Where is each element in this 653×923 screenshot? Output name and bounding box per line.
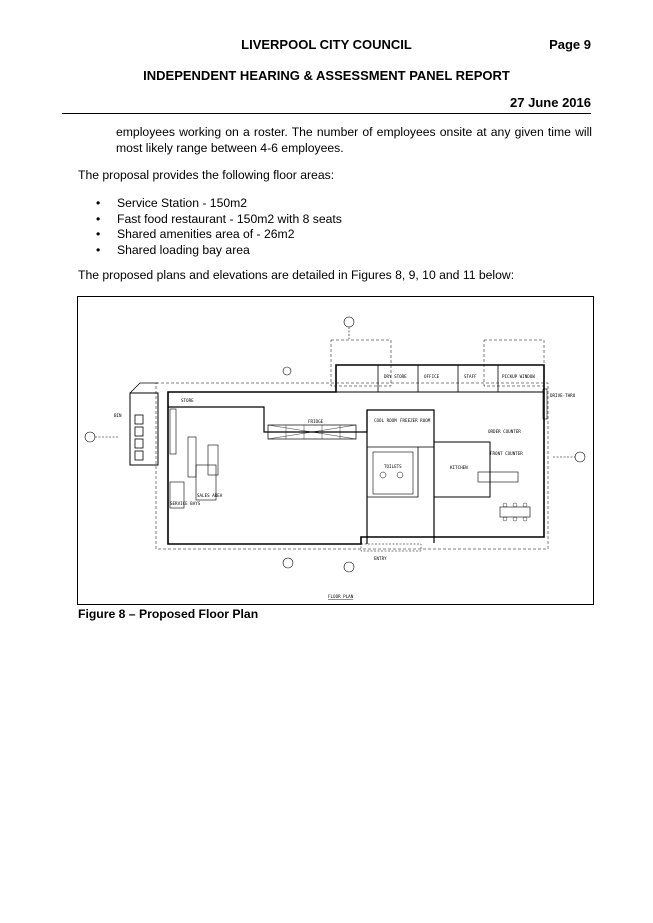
label-toilets: TOILETS (384, 464, 402, 469)
section-marker-right (574, 451, 586, 463)
section-marker-left (84, 431, 96, 443)
interior-wall-5 (434, 441, 491, 498)
label-front-counter: FRONT COUNTER (490, 451, 523, 456)
section-marker-top (343, 316, 355, 328)
left-counter-4 (169, 481, 185, 509)
interior-wall-7 (335, 365, 544, 393)
label-store: STORE (181, 398, 194, 403)
header-rule (62, 113, 591, 114)
label-service: SERVICE BAYS (170, 501, 201, 506)
service-bay-structure (129, 392, 159, 466)
bay-4 (134, 450, 144, 461)
front-counter-block (477, 471, 519, 483)
section-marker-bottom-2 (343, 561, 355, 573)
label-office: OFFICE (424, 374, 440, 379)
bay-2 (134, 426, 144, 437)
label-pickup: PICKUP WINDOW (502, 374, 535, 379)
label-fridge: FRIDGE (308, 419, 324, 424)
left-counter-2 (187, 436, 197, 478)
list-item-text: Shared loading bay area (117, 242, 250, 257)
bullet-icon: • (96, 211, 101, 226)
site-boundary (155, 382, 549, 550)
bay-diagonal (129, 382, 158, 394)
floor-plan-drawing: STORE FRIDGE COOL ROOM FREEZER ROOM DRY … (84, 316, 586, 599)
label-bin: BIN (114, 413, 122, 418)
list-item-text: Shared amenities area of - 26m2 (117, 227, 295, 242)
sales-counter (195, 464, 217, 501)
label-cool-room: COOL ROOM (374, 418, 397, 423)
list-item: • Shared loading bay area (96, 243, 342, 259)
figure-caption: Figure 8 – Proposed Floor Plan (78, 607, 259, 621)
list-item: • Fast food restaurant - 150m2 with 8 sea… (96, 212, 342, 228)
floor-areas-intro: The proposal provides the following floo… (78, 168, 335, 182)
list-item-text: Service Station - 150m2 (117, 196, 248, 210)
label-drive-thru: DRIVE-THRU (550, 393, 576, 398)
equipment-row (267, 424, 357, 440)
label-freezer: FREEZER ROOM (400, 418, 431, 423)
drive-thru-window (542, 388, 548, 420)
bullet-icon: • (96, 242, 101, 257)
section-marker-top-2 (282, 366, 292, 376)
left-counter-3 (207, 444, 219, 476)
list-item-text: Fast food restaurant - 150m2 with 8 seat… (117, 211, 342, 226)
section-marker-bottom-1 (282, 557, 294, 569)
entry-step (360, 543, 422, 552)
label-kitchen: KITCHEN (450, 465, 468, 470)
plans-sentence: The proposed plans and elevations are de… (78, 268, 515, 282)
continued-paragraph: employees working on a roster. The numbe… (116, 125, 592, 155)
bullet-icon: • (96, 227, 101, 242)
report-title: INDEPENDENT HEARING & ASSESSMENT PANEL R… (143, 68, 510, 83)
top-projection-left (330, 339, 392, 387)
interior-wall-6 (377, 365, 499, 392)
seating-table (499, 506, 531, 518)
floor-areas-list: • Service Station - 150m2 • Fast food rest… (96, 196, 342, 258)
bay-3 (134, 438, 144, 449)
report-date: 27 June 2016 (510, 95, 591, 110)
interior-wall-3 (367, 446, 419, 498)
list-item: • Service Station - 150m2 (96, 196, 342, 212)
list-item: • Shared amenities area of - 26m2 (96, 227, 342, 243)
floor-plan-figure: STORE FRIDGE COOL ROOM FREEZER ROOM DRY … (77, 296, 594, 605)
left-counter-1 (169, 408, 177, 455)
bullet-icon: • (96, 196, 101, 210)
top-projection-right (483, 339, 545, 387)
bay-1 (134, 414, 144, 425)
label-staff: STAFF (464, 374, 477, 379)
label-sales: SALES AREA (197, 493, 223, 498)
page-number: Page 9 (549, 37, 591, 52)
header-council: LIVERPOOL CITY COUNCIL (241, 37, 412, 52)
label-dry-store: DRY STORE (384, 374, 407, 379)
label-entry: ENTRY (374, 556, 387, 561)
plan-title: FLOOR PLAN (328, 594, 354, 599)
toilet-block (372, 451, 414, 495)
label-order: ORDER COUNTER (488, 429, 521, 434)
